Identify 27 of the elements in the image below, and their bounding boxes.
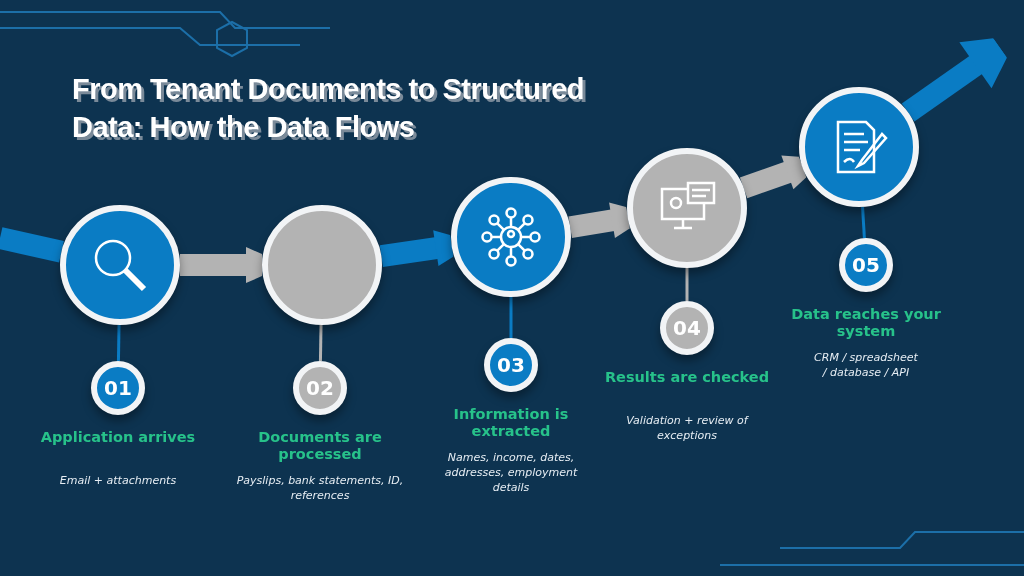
step-number-circle — [91, 361, 145, 415]
step-heading: Application arrives — [39, 429, 197, 446]
step-number-circle — [839, 238, 893, 292]
step-heading: Documents are processed — [257, 429, 383, 463]
title: From Tenant Documents to Structured Data: How the Data Flows — [72, 72, 586, 145]
connector-line — [685, 268, 689, 301]
connector-line — [318, 324, 323, 362]
step-number: 02 — [306, 376, 334, 400]
step-number: 04 — [673, 316, 701, 340]
step-description: Email + attachments — [58, 473, 178, 488]
step-number: 01 — [104, 376, 132, 400]
step-description: Names, income, dates, addresses, employment details — [443, 450, 579, 495]
connector-line — [116, 324, 121, 362]
step-number-circle — [660, 301, 714, 355]
connector-line — [509, 297, 513, 338]
connector-line — [861, 206, 866, 239]
step-heading: Data reaches your system — [790, 306, 942, 340]
step-description: CRM / spreadsheet / database / API — [813, 350, 919, 380]
step-description: Payslips, bank statements, ID, references — [235, 473, 405, 503]
step-number: 05 — [852, 253, 880, 277]
step-number-circle — [293, 361, 347, 415]
step-heading: Results are checked — [603, 369, 771, 386]
step-icon-circle — [799, 87, 919, 207]
step-number-circle — [484, 338, 538, 392]
step-description: Validation + review of exceptions — [625, 413, 750, 443]
step-number: 03 — [497, 353, 525, 377]
step-heading: Information is extracted — [452, 406, 570, 440]
